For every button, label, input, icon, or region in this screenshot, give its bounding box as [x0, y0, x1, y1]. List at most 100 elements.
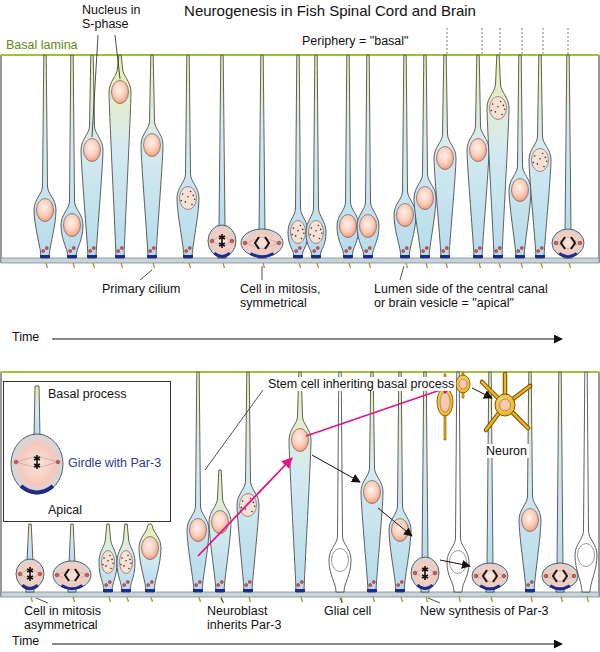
spindle: [212, 235, 232, 247]
centriole: [300, 581, 303, 584]
mitotic-cell-body: [53, 561, 91, 589]
primary-cilium: [587, 597, 589, 602]
neuroepithelial-cell: [361, 372, 383, 602]
nucleus: [309, 221, 324, 244]
spindle-pole: [502, 574, 506, 578]
spindle-pole: [18, 572, 22, 576]
spindle-pole: [413, 571, 417, 575]
centriole: [527, 584, 530, 587]
primary-cilium: [301, 597, 303, 602]
primary-cilium: [459, 597, 461, 602]
lumen-line: [1, 258, 599, 263]
nucleus: [291, 221, 306, 244]
par3-girdle: [440, 255, 450, 258]
nucleus: [522, 509, 539, 532]
cell-body: [34, 55, 56, 258]
chromatin-dot: [309, 234, 311, 236]
chromatin-dot: [545, 157, 547, 159]
par3-girdle: [363, 255, 373, 258]
lumen-label: Lumen side of the central canal or brain…: [372, 282, 557, 311]
spindle-pole: [433, 571, 437, 575]
primary-cilium: [541, 263, 543, 268]
chromatin-dot: [293, 227, 295, 229]
centriole: [248, 581, 251, 584]
chromatin-dot: [109, 555, 111, 557]
chromatin-dot: [533, 162, 535, 164]
spindle-pole: [210, 239, 214, 243]
par3-girdle: [473, 255, 483, 258]
spindle-pole: [243, 241, 247, 245]
panel-border: [1, 55, 2, 263]
primary-cilium: [561, 597, 563, 602]
centriole: [397, 584, 400, 587]
primary-cilium: [406, 263, 408, 268]
centriole: [345, 250, 348, 253]
neuroblast-arrow: [198, 458, 292, 556]
neuroepithelial-cell: [34, 55, 56, 268]
chromatin-dot: [181, 200, 183, 202]
centriole: [72, 247, 75, 250]
nucleus: [212, 511, 229, 534]
chromatin-dot: [194, 199, 196, 201]
chromosomes: [219, 234, 225, 248]
primary-cilium: [531, 597, 533, 602]
par3-girdle: [367, 589, 377, 592]
chromatin-dot: [123, 565, 125, 567]
neuroepithelial-cell: [414, 55, 436, 268]
centriole: [537, 250, 540, 253]
neuroepithelial-cell: [487, 55, 509, 268]
chromatin-dot: [130, 563, 132, 565]
par3-girdle: [295, 589, 305, 592]
cell-body: [209, 470, 231, 592]
nucleus: [500, 399, 511, 411]
mitosis-label: Cell in mitosis, symmetrical: [238, 282, 337, 311]
mitotic-cell-body: [208, 225, 236, 257]
par3-girdle: [193, 589, 203, 592]
chromatin-dot: [111, 559, 113, 561]
centriole: [422, 250, 425, 253]
chromatin-dot: [185, 201, 187, 203]
mitotic-cell-body: [11, 434, 63, 494]
centriole: [530, 581, 533, 584]
cell-body: [509, 55, 531, 258]
cell-body: [177, 55, 199, 258]
stem-cell-arrow: [312, 455, 360, 482]
par3-girdle: [243, 589, 253, 592]
centriole: [149, 250, 152, 253]
chromatin-dot: [539, 158, 541, 160]
cell-body: [337, 55, 359, 258]
primary-cilium: [569, 263, 571, 268]
cell-body: [414, 55, 436, 258]
spindle-pole: [277, 241, 281, 245]
primary-cilium: [373, 597, 375, 602]
neuroepithelial-cell: [509, 55, 531, 268]
neuroepithelial-cell: [467, 55, 489, 268]
par3-girdle: [480, 586, 500, 589]
par3-girdle: [62, 586, 83, 589]
primary-cilium: [317, 263, 319, 268]
neuroepithelial-cell: [99, 524, 117, 602]
time-arrow: [52, 338, 562, 339]
chromatin-dot: [253, 502, 255, 504]
mitotic-cell-body: [552, 229, 584, 257]
neuroepithelial-cell: [357, 55, 379, 268]
neuroepithelial-cell: [139, 524, 161, 602]
mitotic-cell-body: [542, 563, 578, 589]
chromatin-dot: [291, 234, 293, 236]
dashed-processes: [447, 28, 568, 55]
cell-body: [237, 372, 259, 592]
par3-girdle: [145, 589, 155, 592]
par3-girdle: [550, 586, 570, 589]
primary-cilium: [73, 597, 75, 602]
neuroblast-body: [437, 388, 453, 416]
chromatin-dot: [500, 101, 502, 103]
centriole: [108, 581, 111, 584]
neuroepithelial-cell: [141, 55, 163, 268]
primary-cilium: [369, 263, 371, 268]
chromatin-dot: [543, 166, 545, 168]
chromatin-dot: [193, 195, 195, 197]
cell-body: [99, 524, 117, 592]
glial-cell: [575, 372, 597, 602]
stem-cell-label: Stem cell inheriting basal process: [266, 377, 456, 391]
